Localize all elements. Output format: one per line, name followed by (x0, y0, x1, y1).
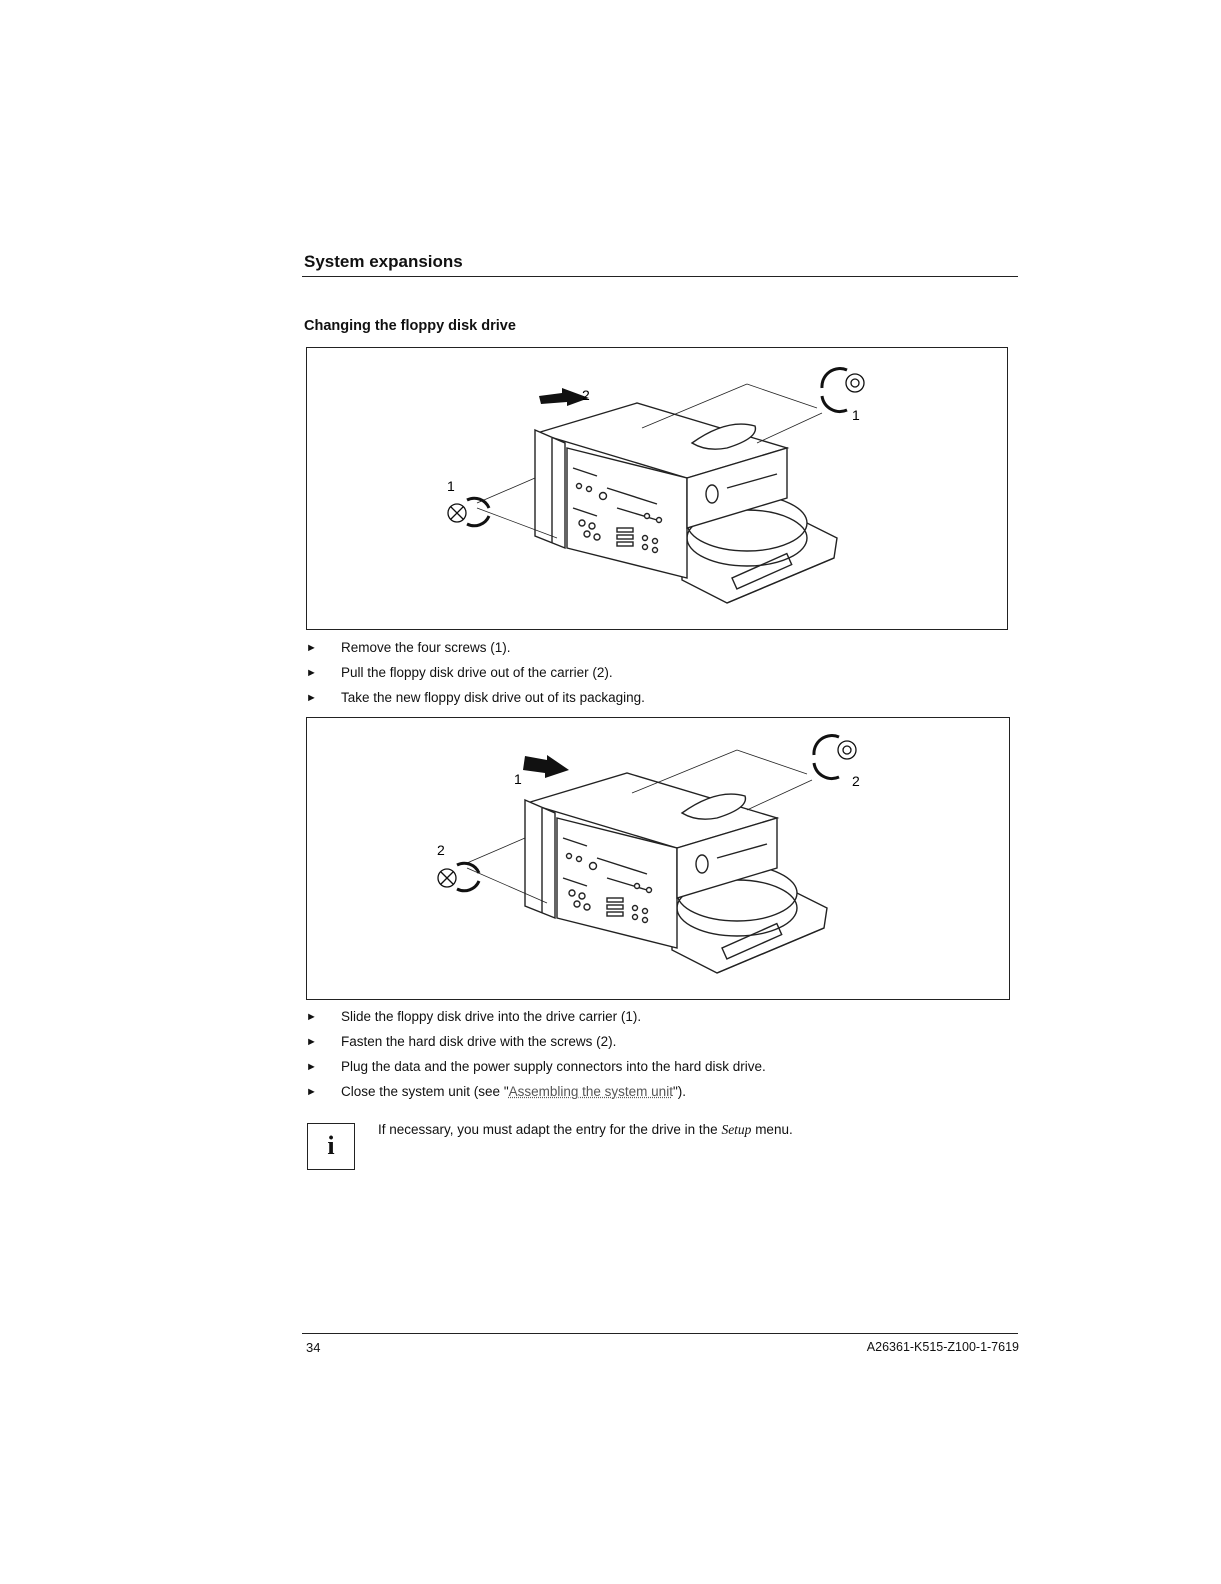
bullet-icon: ► (306, 1036, 317, 1048)
setup-menu-name: Setup (721, 1122, 752, 1137)
step-text: Close the system unit (see "Assembling t… (341, 1082, 686, 1102)
list-item: ► Slide the floppy disk drive into the dr… (306, 1007, 1026, 1032)
bullet-icon: ► (306, 692, 317, 704)
drive-illustration: 2 1 1 (447, 367, 865, 604)
step-text: Slide the floppy disk drive into the dri… (341, 1009, 642, 1024)
bullet-icon: ► (306, 1011, 317, 1023)
document-id: A26361-K515-Z100-1-7619 (866, 1340, 1019, 1354)
list-item: ► Close the system unit (see "Assembling … (306, 1082, 1026, 1107)
direction-arrow-icon (539, 388, 589, 406)
step-text: Remove the four screws (1). (341, 640, 511, 655)
list-item: ► Fasten the hard disk drive with the scr… (306, 1032, 1026, 1057)
header-rule (302, 276, 1018, 277)
list-item: ► Plug the data and the power supply conn… (306, 1057, 1026, 1082)
info-icon: i (307, 1123, 355, 1170)
bullet-icon: ► (306, 667, 317, 679)
figure-remove-drive: 2 1 1 (306, 347, 1008, 630)
callout-label: 1 (852, 407, 860, 423)
figure-install-drive: 1 2 2 (306, 717, 1010, 1000)
list-item: ► Remove the four screws (1). (306, 638, 1026, 663)
screw-left-icon (447, 496, 491, 528)
callout-label: 2 (852, 773, 860, 789)
bullet-icon: ► (306, 1086, 317, 1098)
step-list: ► Slide the floppy disk drive into the dr… (306, 1007, 1026, 1107)
screw-right-icon (812, 734, 857, 780)
page-number: 34 (306, 1340, 321, 1355)
step-text: Take the new floppy disk drive out of it… (341, 690, 645, 705)
direction-arrow-icon (523, 755, 569, 778)
callout-label: 2 (437, 842, 445, 858)
note-text-after: menu. (751, 1122, 793, 1137)
note-text-before: If necessary, you must adapt the entry f… (378, 1122, 722, 1137)
list-item: ► Take the new floppy disk drive out of i… (306, 688, 1026, 713)
screw-right-icon (820, 367, 865, 413)
cross-reference-link[interactable]: Assembling the system unit (508, 1084, 673, 1099)
section-title: System expansions (304, 252, 463, 271)
screw-left-icon (437, 861, 481, 893)
callout-label: 1 (447, 478, 455, 494)
step-text: Pull the floppy disk drive out of the ca… (341, 665, 613, 680)
list-item: ► Pull the floppy disk drive out of the c… (306, 663, 1026, 688)
bullet-icon: ► (306, 642, 317, 654)
step-text-before: Close the system unit (see " (341, 1084, 509, 1099)
step-text-after: "). (672, 1084, 686, 1099)
page-subtitle: Changing the floppy disk drive (304, 318, 516, 334)
footer-rule (302, 1333, 1018, 1334)
step-text: Plug the data and the power supply conne… (341, 1059, 766, 1074)
step-text: Fasten the hard disk drive with the scre… (341, 1034, 617, 1049)
info-note: If necessary, you must adapt the entry f… (378, 1122, 793, 1138)
bullet-icon: ► (306, 1061, 317, 1073)
drive-illustration: 1 2 2 (437, 734, 860, 974)
callout-label: 2 (582, 387, 590, 403)
step-list: ► Remove the four screws (1). ► Pull the f… (306, 638, 1026, 713)
callout-label: 1 (514, 771, 522, 787)
